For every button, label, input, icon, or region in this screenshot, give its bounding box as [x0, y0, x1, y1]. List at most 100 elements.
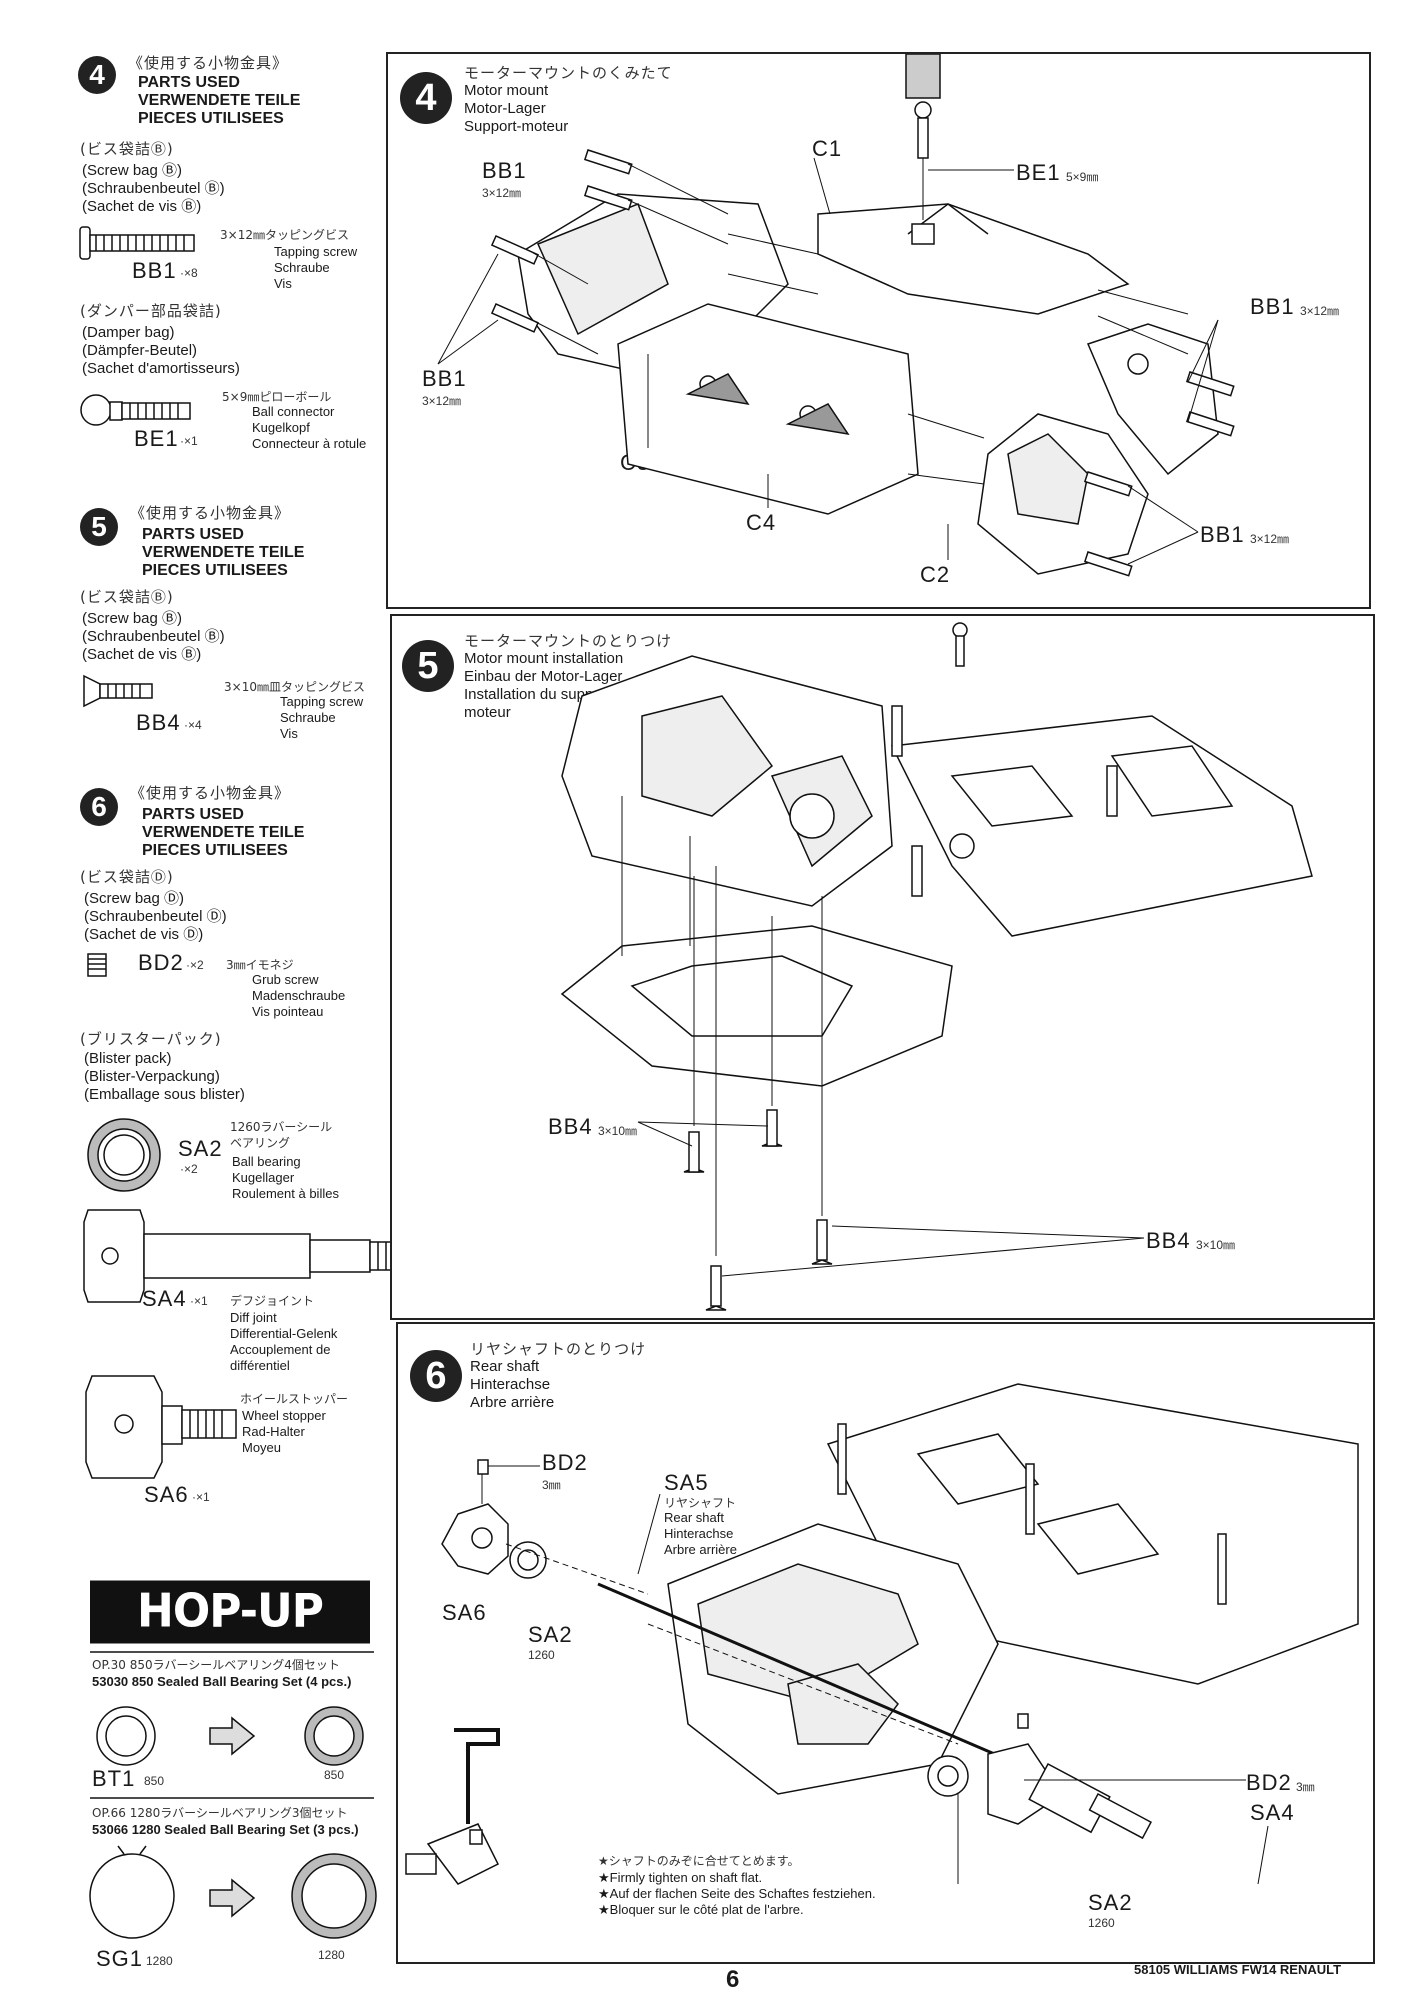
step-6-title-en: Rear shaft	[470, 1358, 540, 1375]
p6-note-jp: ★シャフトのみぞに合せてとめます。	[598, 1854, 800, 1868]
sa6-wheel-stopper-icon	[85, 1375, 237, 1479]
page-number: 6	[726, 1966, 740, 1993]
step-4-bag-fr: (Sachet de vis Ⓑ)	[82, 198, 202, 215]
sa4-desc-en: Diff joint	[230, 1310, 277, 1325]
bd2-desc-de: Madenschraube	[252, 988, 346, 1003]
step-6-panel-badge: 6	[410, 1350, 462, 1402]
bb1-screw-icon	[79, 226, 195, 260]
sg1-code: SG1	[96, 1946, 144, 1971]
step-6-parts-de: VERWENDETE TEILE	[142, 824, 305, 841]
p6-bd2-size-a: 3㎜	[542, 1478, 561, 1492]
bb4-qty: ·×4	[184, 718, 202, 732]
bb1-desc-de: Schraube	[274, 260, 330, 275]
step-5-jp-title: 《使用する小物金具》	[130, 504, 291, 522]
step-4-panel-badge: 4	[400, 72, 452, 124]
op30-text: 53030 850 Sealed Ball Bearing Set (4 pcs…	[92, 1674, 352, 1689]
p6-sa5-jp: リヤシャフト	[664, 1496, 737, 1510]
step-6-title-de: Hinterachse	[470, 1376, 551, 1393]
damper-bag-en: (Damper bag)	[82, 324, 175, 341]
step-6-title-fr: Arbre arrière	[470, 1394, 555, 1411]
be1-desc-fr: Connecteur à rotule	[252, 436, 367, 451]
step-6-bag-fr: (Sachet de vis Ⓓ)	[84, 926, 204, 943]
bb4-code: BB4	[136, 710, 181, 735]
sa2-desc-en: Ball bearing	[232, 1154, 301, 1169]
p6-bd2-size-b: 3㎜	[1296, 1780, 1315, 1794]
sa2-ball-bearing-icon	[87, 1118, 161, 1192]
p5-bb4-label-b: BB4	[1146, 1228, 1191, 1253]
be1-ball-connector-icon	[80, 394, 191, 426]
step-4-panel-jp: モーターマウントのくみたて	[464, 64, 673, 82]
bb1-qty: ·×8	[180, 266, 198, 280]
p6-sa5-label: SA5	[664, 1470, 709, 1495]
step-4-badge: 4	[78, 56, 116, 94]
sa2-jp-2: ベアリング	[230, 1136, 291, 1150]
p4-bb1-size-a: 3×12㎜	[482, 186, 522, 200]
p6-note-en: ★Firmly tighten on shaft flat.	[598, 1870, 763, 1885]
blister-en: (Blister pack)	[84, 1050, 172, 1067]
p6-sa6-label: SA6	[442, 1600, 487, 1625]
step-5-bag-fr: (Sachet de vis Ⓑ)	[82, 646, 202, 663]
p4-be1-label: BE1	[1016, 160, 1061, 185]
step-5-panel-jp: モーターマウントのとりつけ	[464, 632, 673, 650]
be1-jp: 5×9㎜ピローボール	[222, 390, 332, 404]
be1-code: BE1	[134, 426, 179, 451]
sa4-qty: ·×1	[190, 1294, 208, 1308]
be1-desc-de: Kugelkopf	[252, 420, 310, 435]
bb1-desc-fr: Vis	[274, 276, 292, 291]
p4-bb1-label-c: BB1	[1250, 294, 1295, 319]
op66-text: 53066 1280 Sealed Ball Bearing Set (3 pc…	[92, 1822, 359, 1837]
be1-desc-en: Ball connector	[252, 404, 335, 419]
step-5-bag-en: (Screw bag Ⓑ)	[82, 610, 183, 627]
sa4-code: SA4	[142, 1286, 187, 1311]
p6-sa2-size-a: 1260	[528, 1648, 555, 1662]
p6-sa5-desc-fr: Arbre arrière	[664, 1542, 737, 1557]
step-4-parts-en: PARTS USED	[138, 74, 240, 91]
p4-bb1-label-b: BB1	[422, 366, 467, 391]
model-footer: 58105 WILLIAMS FW14 RENAULT	[1134, 1962, 1342, 1977]
bb4-screw-icon	[83, 674, 153, 708]
sa4-desc-fr-1: Accouplement de	[230, 1342, 331, 1357]
step-5-title-4: moteur	[464, 704, 511, 721]
p5-bb4-size-b: 3×10㎜	[1196, 1238, 1236, 1252]
step-5-panel: 5 モーターマウントのとりつけ Motor mount installation…	[390, 614, 1375, 1320]
step-6-panel: 6 リヤシャフトのとりつけ Rear shaft Hinterachse Arb…	[396, 1322, 1375, 1964]
blister-jp: (ブリスターパック)	[80, 1030, 222, 1048]
bd2-jp: 3㎜イモネジ	[226, 958, 294, 972]
bt1-arrow-icon	[209, 1716, 256, 1756]
step-4-jp-title: 《使用する小物金具》	[128, 54, 289, 72]
step-5-parts-en: PARTS USED	[142, 526, 244, 543]
step-5-bag-jp: (ビス袋詰Ⓑ)	[80, 588, 174, 606]
step-4-title-fr: Support-moteur	[464, 118, 569, 135]
sa2-qty: ·×2	[180, 1162, 198, 1176]
step-6-badge: 6	[80, 788, 118, 826]
step-5-title-3: Installation du support	[464, 686, 611, 703]
bt1-bearing-icon	[96, 1706, 156, 1766]
sg1-ring-icon	[89, 1845, 175, 1939]
step-4-bag-jp: (ビス袋詰Ⓑ)	[80, 140, 174, 158]
p4-bb1-label-a: BB1	[482, 158, 527, 183]
p4-bb1-screw-icons	[490, 149, 1235, 577]
sg1-output-bearing-icon	[291, 1853, 377, 1939]
sa6-desc-fr: Moyeu	[242, 1440, 282, 1455]
sg1-size: 1280	[146, 1954, 173, 1968]
step-4-parts-fr: PIECES UTILISEES	[138, 110, 284, 127]
p6-sa2-label-a: SA2	[528, 1622, 573, 1647]
bd2-desc-fr: Vis pointeau	[252, 1004, 324, 1019]
step-5-title-2: Einbau der Motor-Lager	[464, 668, 623, 685]
step-5-title-1: Motor mount installation	[464, 650, 624, 667]
step-6-bag-de: (Schraubenbeutel Ⓓ)	[84, 908, 227, 925]
p4-be1-size: 5×9㎜	[1066, 170, 1099, 184]
step-6-parts-en: PARTS USED	[142, 806, 244, 823]
damper-bag-jp: (ダンパー部品袋詰)	[80, 302, 222, 320]
bt1-output-bearing-icon	[304, 1706, 364, 1766]
sa4-desc-de: Differential-Gelenk	[230, 1326, 338, 1341]
sa6-qty: ·×1	[192, 1490, 210, 1504]
step-4-bag-de: (Schraubenbeutel Ⓑ)	[82, 180, 225, 197]
step-6-jp-title: 《使用する小物金具》	[130, 784, 291, 802]
p6-sa2-size-b: 1260	[1088, 1916, 1115, 1930]
sa2-desc-de: Kugellager	[232, 1170, 295, 1185]
p6-sa2-label-b: SA2	[1088, 1890, 1133, 1915]
step-6-parts-fr: PIECES UTILISEES	[142, 842, 288, 859]
step-4-title-en: Motor mount	[464, 82, 549, 99]
blister-fr: (Emballage sous blister)	[84, 1086, 245, 1103]
